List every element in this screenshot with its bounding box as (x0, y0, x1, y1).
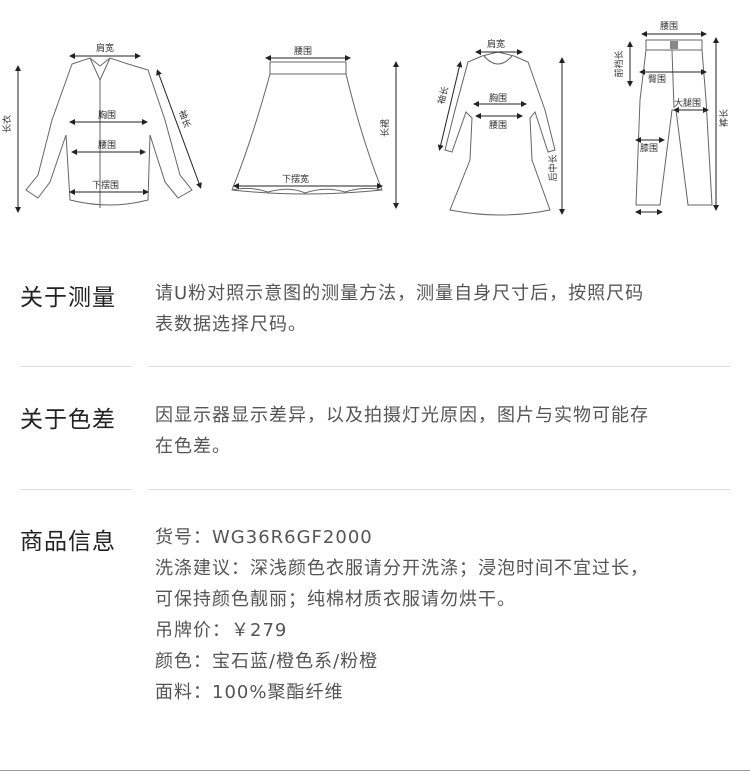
product-wash-line: 洗涤建议：深浅颜色衣服请分开洗涤；浸泡时间不宜过长， (155, 558, 649, 579)
skirt-length-label: 长裙 (379, 119, 391, 137)
pants-thigh-label: 大腿围 (674, 97, 701, 109)
product-wash-line: 可保持颜色靓丽；纯棉材质衣服请勿烘干。 (155, 589, 516, 610)
dress-chest-label: 胸围 (489, 92, 507, 104)
skirt-diagram (231, 61, 383, 195)
pants-diagram (635, 39, 713, 206)
measurement-diagrams: 肩宽 长衣 胸围 腰围 下摆围 袖长 腰围 长裙 下摆宽 (0, 0, 750, 230)
product-price: 吊牌价：￥279 (155, 620, 288, 641)
measure-divider-left (20, 366, 132, 367)
measurement-diagrams-svg: 肩宽 长衣 胸围 腰围 下摆围 袖长 腰围 长裙 下摆宽 (1, 21, 730, 216)
color-line: 因显示器显示差异，以及拍摄灯光原因，图片与实物可能存 (155, 405, 649, 426)
color-divider-right (148, 489, 730, 490)
shirt-chest-label: 胸围 (98, 109, 116, 121)
shirt-sleeve-label: 袖长 (176, 108, 193, 129)
measure-line: 表数据选择尺码。 (155, 314, 307, 335)
dress-back-length-label: 后中长 (547, 154, 559, 181)
dress-sleeve-label: 袖长 (435, 85, 451, 106)
measure-section: 关于测量 请U粉对照示意图的测量方法，测量自身尺寸后，按照尺码 表数据选择尺码。 (20, 278, 730, 338)
measure-divider-right (148, 366, 730, 367)
shirt-shoulder-label: 肩宽 (96, 42, 114, 54)
measure-body: 请U粉对照示意图的测量方法，测量自身尺寸后，按照尺码 表数据选择尺码。 (155, 278, 735, 340)
color-body: 因显示器显示差异，以及拍摄灯光原因，图片与实物可能存 在色差。 (155, 400, 735, 462)
dress-waist-label: 腰围 (489, 120, 507, 131)
color-line: 在色差。 (155, 436, 231, 457)
dress-diagram (444, 51, 556, 216)
product-sku: 货号：WG36R6GF2000 (155, 527, 373, 548)
skirt-measure-lines (233, 55, 399, 209)
shirt-measure-lines (15, 53, 202, 213)
measure-line: 请U粉对照示意图的测量方法，测量自身尺寸后，按照尺码 (155, 283, 645, 304)
color-divider-left (20, 489, 132, 490)
product-section: 商品信息 货号：WG36R6GF2000 洗涤建议：深浅颜色衣服请分开洗涤；浸泡… (20, 522, 730, 722)
color-title: 关于色差 (20, 407, 116, 433)
bottom-divider (0, 770, 750, 771)
shirt-hem-label: 下摆围 (92, 179, 119, 191)
shirt-waist-label: 腰围 (98, 140, 116, 151)
product-title: 商品信息 (20, 529, 116, 555)
pants-front-rise-label: 前裆长 (613, 50, 625, 77)
pants-waist-label: 腰围 (660, 21, 678, 32)
pants-length-label: 裤长 (718, 109, 730, 127)
color-section: 关于色差 因显示器显示差异，以及拍摄灯光原因，图片与实物可能存 在色差。 (20, 400, 730, 460)
pants-knee-label: 膝围 (640, 142, 658, 154)
shirt-length-label: 长衣 (1, 115, 13, 133)
dress-shoulder-label: 肩宽 (487, 38, 505, 50)
pants-measure-lines (627, 31, 719, 215)
skirt-waist-label: 腰围 (294, 46, 312, 57)
skirt-hem-label: 下摆宽 (282, 173, 309, 185)
product-body: 货号：WG36R6GF2000 洗涤建议：深浅颜色衣服请分开洗涤；浸泡时间不宜过… (155, 522, 735, 708)
pants-hip-label: 臀围 (648, 74, 666, 85)
product-fabric: 面料：100%聚酯纤维 (155, 682, 344, 703)
dress-measure-lines (437, 49, 565, 215)
pants-waist-tag (670, 41, 678, 49)
measure-title: 关于测量 (20, 285, 116, 311)
product-colors: 颜色：宝石蓝/橙色系/粉橙 (155, 651, 379, 672)
shirt-diagram (25, 57, 193, 208)
